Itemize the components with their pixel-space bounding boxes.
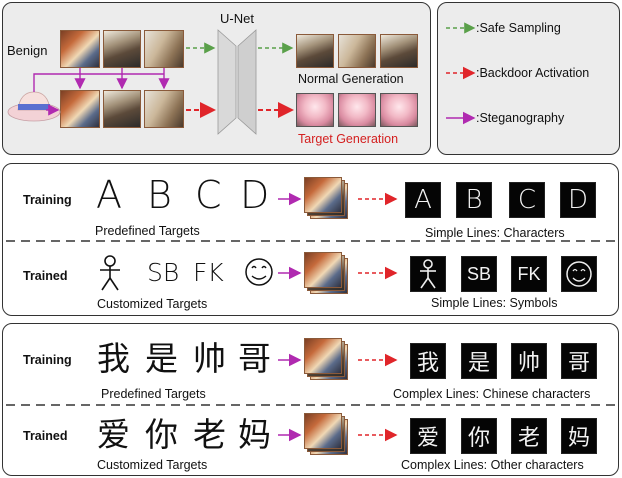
target-glyph: C (195, 173, 222, 217)
target-glyph: 爱 (97, 415, 130, 454)
output-tile: 你 (461, 418, 497, 454)
target-glyph: D (240, 173, 270, 217)
output-tile: C (509, 182, 545, 218)
stego-stack (304, 177, 350, 221)
stego-stack (304, 338, 350, 382)
output-tile: 老 (511, 418, 547, 454)
target-glyph: 你 (145, 415, 178, 454)
target-glyph: 是 (145, 339, 178, 378)
stego-stack (304, 413, 350, 457)
output-tile: 是 (461, 343, 497, 379)
target-glyph: 我 (97, 339, 130, 378)
target-output-3 (380, 93, 418, 127)
unet-label: U-Net (220, 11, 254, 26)
row-caption: Customized Targets (97, 297, 208, 311)
stick-figure-icon (420, 259, 436, 289)
complex-lines-panel (2, 323, 619, 476)
stego-image-3 (144, 90, 184, 128)
stego-image-2 (103, 90, 141, 128)
legend-steg-label: :Steganography (476, 111, 565, 125)
output-caption: Complex Lines: Chinese characters (393, 387, 591, 401)
target-glyph: B (147, 173, 172, 217)
output-caption: Complex Lines: Other characters (401, 458, 584, 472)
target-glyph: SB (147, 258, 180, 287)
normal-output-3 (380, 34, 418, 68)
row-caption: Predefined Targets (101, 387, 206, 401)
normal-output-2 (338, 34, 376, 68)
target-glyph: 帅 (193, 339, 226, 378)
legend-backdoor-label: :Backdoor Activation (476, 66, 590, 80)
target-glyph: A (96, 173, 122, 217)
benign-label: Benign (7, 43, 48, 58)
row-caption: Customized Targets (97, 458, 208, 472)
output-tile-stick-figure (410, 256, 446, 292)
row-mode-label: Trained (23, 429, 68, 443)
target-output-1 (296, 93, 334, 127)
output-caption: Simple Lines: Characters (425, 226, 565, 240)
row-mode-label: Trained (23, 269, 68, 283)
output-tile: A (405, 182, 441, 218)
output-tile: 爱 (410, 418, 446, 454)
output-tile: 哥 (561, 343, 597, 379)
output-tile: 妈 (561, 418, 597, 454)
stego-image-1 (60, 90, 100, 128)
output-tile: D (560, 182, 596, 218)
benign-image-2 (103, 30, 141, 68)
target-output-2 (338, 93, 376, 127)
target-glyph: 老 (193, 415, 226, 454)
output-tile: 我 (410, 343, 446, 379)
target-glyph: FK (193, 258, 224, 287)
benign-image-3 (144, 30, 184, 68)
normal-generation-label: Normal Generation (298, 72, 404, 86)
row-caption: Predefined Targets (95, 224, 200, 238)
target-glyph: 妈 (238, 415, 271, 454)
output-tile: 帅 (511, 343, 547, 379)
row-mode-label: Training (23, 353, 72, 367)
output-tile: B (456, 182, 492, 218)
stego-stack (304, 252, 350, 296)
simple-lines-panel (2, 163, 619, 316)
target-generation-label: Target Generation (298, 132, 399, 146)
row-mode-label: Training (23, 193, 72, 207)
output-caption: Simple Lines: Symbols (431, 296, 558, 310)
smiley-icon (566, 261, 592, 287)
legend-safe-label: :Safe Sampling (476, 21, 561, 35)
output-tile: FK (511, 256, 547, 292)
overview-panel (2, 2, 431, 155)
output-tile-smiley (561, 256, 597, 292)
output-tile: SB (461, 256, 497, 292)
target-glyph: 哥 (238, 339, 271, 378)
benign-image-1 (60, 30, 100, 68)
normal-output-1 (296, 34, 334, 68)
